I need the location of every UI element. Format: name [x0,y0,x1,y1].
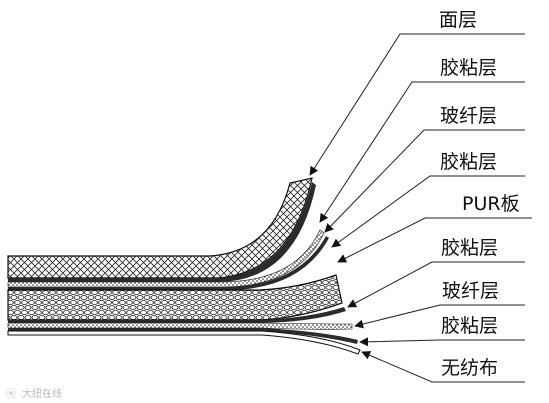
callout-adhesive-1: 胶粘层 [319,57,525,223]
label-nonwoven: 无纺布 [441,357,498,379]
watermark-text: 大纽在线 [22,387,62,400]
watermark: ⓦ 大纽在线 [6,387,62,400]
callout-fibreglass-2: 玻纤层 [354,280,525,329]
label-pur-board: PUR板 [462,193,520,215]
callout-adhesive-2: 胶粘层 [331,151,525,248]
callout-nonwoven: 无纺布 [361,351,525,383]
callout-face-layer: 面层 [309,9,525,176]
label-face-layer: 面层 [439,9,477,31]
adhesive-layer-4 [8,328,358,344]
callout-fibreglass-1: 玻纤层 [324,105,525,233]
label-adhesive-3: 胶粘层 [441,237,498,259]
label-adhesive-1: 胶粘层 [440,57,497,79]
label-adhesive-2: 胶粘层 [440,151,497,173]
callout-adhesive-3: 胶粘层 [347,237,525,308]
label-fibreglass-2: 玻纤层 [442,280,499,302]
face-layer [7,177,313,279]
label-adhesive-4: 胶粘层 [441,315,498,337]
callout-adhesive-4: 胶粘层 [359,315,525,347]
adhesive-layer-3 [8,307,346,323]
callout-pur-board: PUR板 [337,193,532,263]
watermark-icon: ⓦ [6,388,16,400]
nonwoven-layer [7,330,361,355]
fibreglass-layer-2 [7,322,353,330]
fibreglass-layer-1 [7,229,325,288]
label-fibreglass-1: 玻纤层 [440,105,497,127]
pur-board [7,274,343,321]
